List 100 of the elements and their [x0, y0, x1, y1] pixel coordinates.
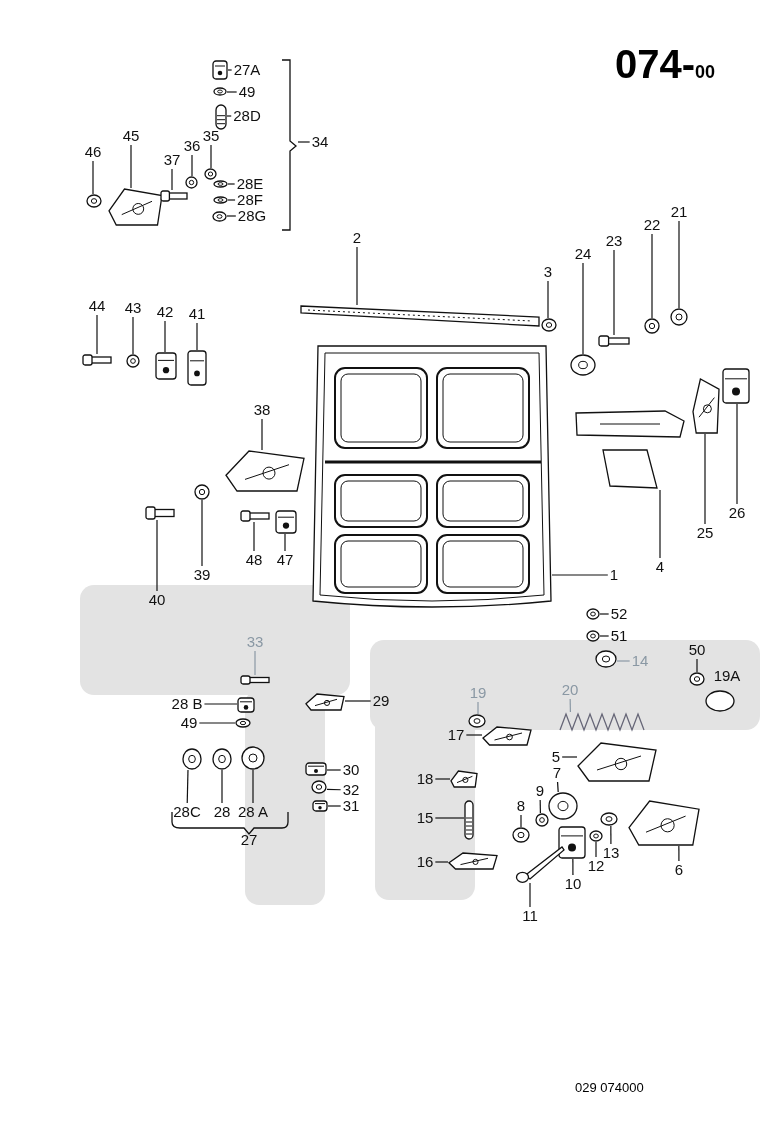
callout-number: 28E	[235, 176, 265, 192]
bolt-drawing	[145, 506, 175, 520]
callout-number: 42	[155, 304, 175, 320]
leader-line	[196, 322, 198, 351]
leader-line	[569, 698, 571, 713]
leader-line	[551, 574, 609, 576]
leader-line	[736, 403, 738, 505]
nut-drawing	[213, 87, 227, 96]
callout-number: 41	[187, 306, 207, 322]
bolt-drawing	[82, 354, 112, 366]
clip-drawing	[689, 672, 705, 686]
plug-drawing	[86, 194, 102, 208]
callout-number: 7	[551, 765, 563, 781]
clip-drawing	[541, 318, 557, 332]
block-drawing	[275, 510, 297, 534]
arm-drawing	[628, 800, 700, 846]
washer-drawing	[670, 308, 688, 326]
lever-drawing	[448, 852, 498, 870]
nut-drawing	[512, 827, 530, 843]
leader-line	[465, 734, 483, 736]
callout-number: 27A	[232, 62, 262, 78]
leader-line	[595, 841, 597, 858]
leader-line	[326, 788, 342, 791]
clip-drawing	[722, 368, 750, 404]
plate-drawing	[187, 350, 207, 386]
leader-line	[678, 845, 680, 862]
rod-drawing	[300, 305, 540, 327]
nut-drawing	[126, 354, 140, 368]
leader-line	[92, 160, 94, 195]
callout-number: 49	[179, 715, 199, 731]
leader-line	[210, 144, 212, 169]
callout-number: 30	[341, 762, 361, 778]
pin-drawing	[464, 800, 474, 840]
callout-number: 23	[604, 233, 624, 249]
leader-line	[253, 521, 255, 552]
leader-line	[191, 154, 193, 177]
callout-number: 36	[182, 138, 202, 154]
callout-number: 52	[609, 606, 629, 622]
leader-line	[572, 858, 574, 876]
leader-line	[434, 778, 451, 780]
leader-line	[284, 533, 286, 552]
callout-number: 28G	[236, 208, 268, 224]
callout-number: 50	[687, 642, 707, 658]
leader-line	[254, 650, 256, 676]
callout-number: 5	[550, 749, 562, 765]
nut-drawing	[586, 608, 600, 620]
callout-number: 51	[609, 628, 629, 644]
clip-drawing	[589, 830, 603, 842]
callout-number: 48	[244, 552, 264, 568]
leader-line	[613, 249, 615, 336]
leader-line	[610, 825, 612, 845]
callout-number: 19	[468, 685, 488, 701]
leader-line	[227, 69, 233, 71]
callout-number: 28C	[172, 804, 202, 820]
callout-number: 9	[534, 783, 546, 799]
leader-line	[434, 861, 449, 863]
callout-number: 8	[515, 798, 527, 814]
callout-number: 27	[240, 832, 258, 848]
callout-number: 6	[673, 862, 685, 878]
plate-drawing	[305, 693, 345, 711]
nut-drawing	[600, 812, 618, 826]
leader-line	[356, 246, 358, 306]
leader-line	[96, 314, 98, 355]
callout-number: 17	[446, 727, 466, 743]
screw-drawing	[240, 510, 270, 522]
drawing-number: 029 074000	[575, 1080, 644, 1095]
callout-number: 29	[371, 693, 391, 709]
leader-line	[326, 769, 342, 771]
leader-line	[252, 769, 254, 804]
callout-number: 1	[608, 567, 620, 583]
leader-line	[556, 781, 559, 793]
callout-number: 45	[121, 128, 141, 144]
leader-line	[529, 882, 531, 908]
washer-drawing	[586, 630, 600, 642]
callout-number: 4	[654, 559, 666, 575]
mechanism-drawing	[577, 742, 657, 782]
bracket-drawing	[692, 378, 720, 434]
leader-line	[261, 418, 263, 451]
bush-drawing	[237, 697, 255, 713]
block-drawing	[155, 352, 177, 380]
callout-number: 40	[147, 592, 167, 608]
callout-number: 19A	[713, 668, 741, 684]
leader-line	[226, 91, 238, 93]
leader-line	[130, 144, 132, 189]
leader-line	[616, 660, 631, 662]
callout-number: 46	[83, 144, 103, 160]
callout-number: 16	[415, 854, 435, 870]
callout-number: 28	[212, 804, 232, 820]
leader-line	[171, 168, 173, 191]
leader-line	[201, 499, 203, 567]
washer-drawing	[213, 180, 228, 188]
leader-line	[651, 233, 653, 319]
callout-number: 11	[521, 908, 539, 924]
leader-line	[547, 280, 549, 319]
leader-line	[696, 658, 698, 673]
leader-line	[599, 635, 610, 637]
callout-number: 34	[310, 134, 330, 150]
clip-drawing	[212, 748, 232, 770]
bolt-drawing	[160, 190, 188, 202]
leader-line	[704, 433, 706, 525]
